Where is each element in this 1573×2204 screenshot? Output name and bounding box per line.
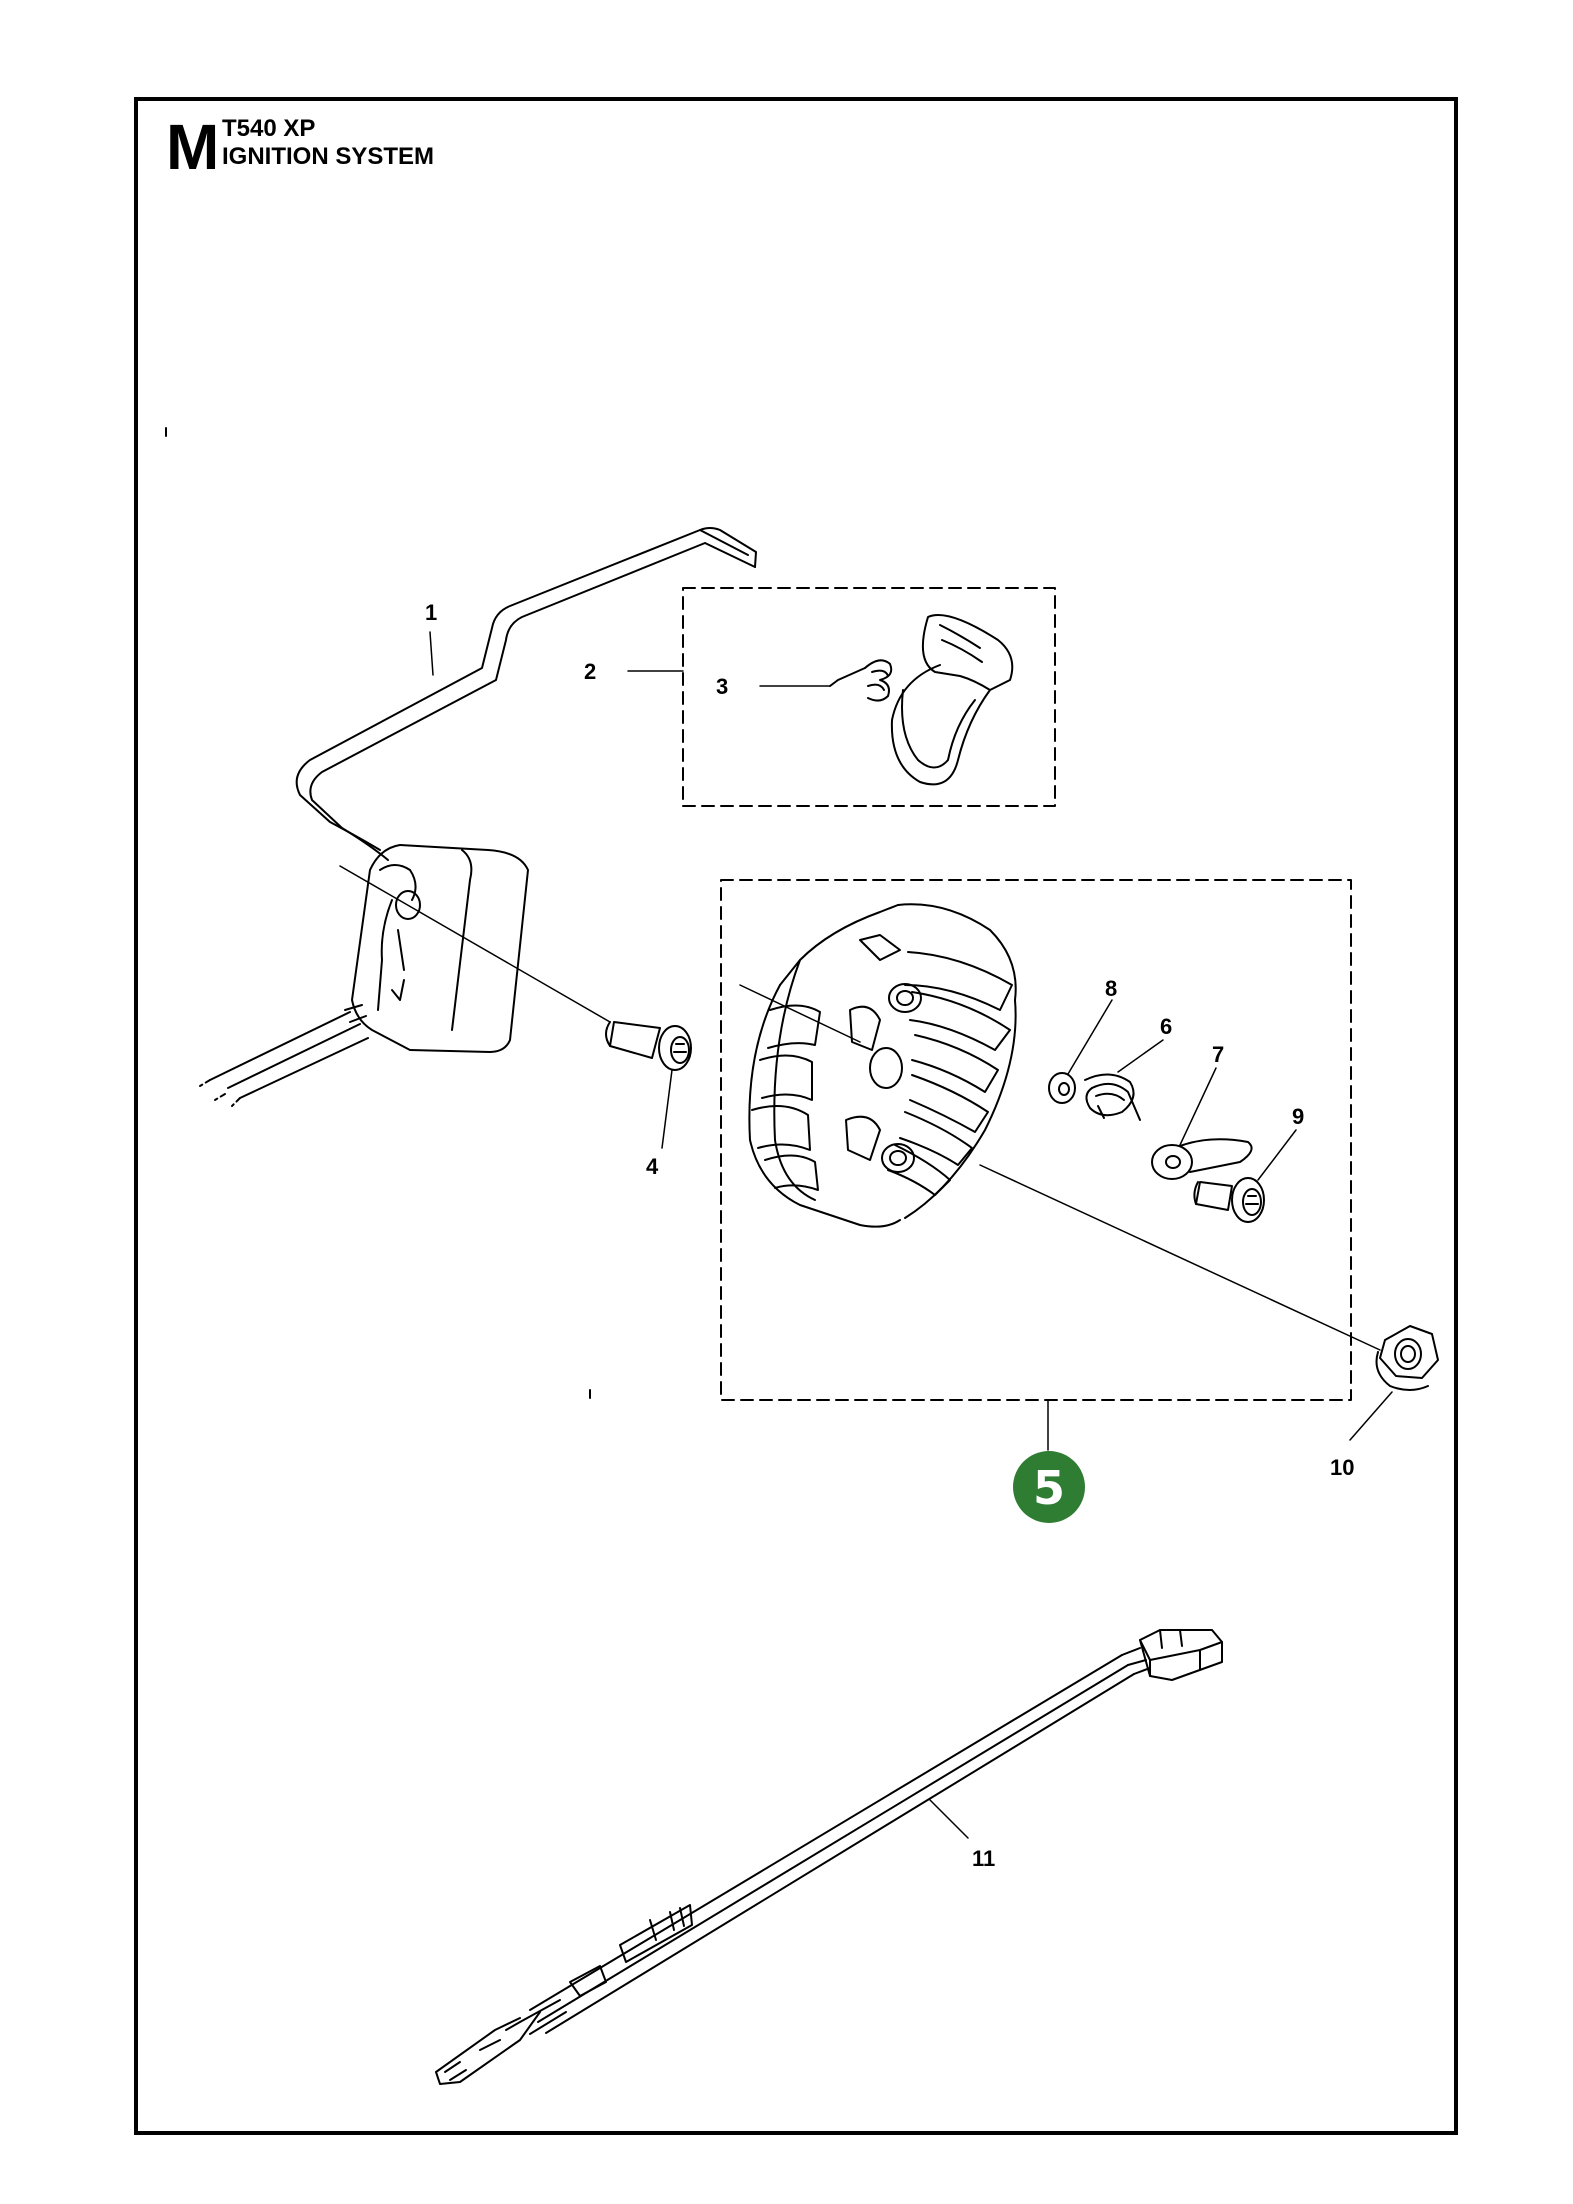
wiring-harness-part-11 bbox=[435, 1629, 1223, 2085]
flywheel bbox=[748, 903, 1017, 1228]
leader-4 bbox=[661, 1069, 673, 1149]
ignition-module bbox=[199, 844, 529, 1107]
washer-part-8 bbox=[1048, 1072, 1076, 1104]
callout-1: 1 bbox=[425, 600, 437, 625]
ignition-lead-part-1 bbox=[295, 527, 757, 861]
page-frame bbox=[134, 97, 1458, 2135]
kit-badge-label: 5 bbox=[1033, 1461, 1065, 1515]
leader-flywheel-axis bbox=[739, 984, 861, 1043]
leader-1 bbox=[429, 631, 434, 676]
leader-nut-axis bbox=[979, 1164, 1381, 1351]
callout-7: 7 bbox=[1212, 1042, 1224, 1067]
leader-9 bbox=[1257, 1129, 1297, 1181]
spring-part-6 bbox=[1084, 1073, 1141, 1121]
nut-part-10 bbox=[1375, 1325, 1439, 1391]
shoulder-screw-part-9 bbox=[1193, 1177, 1265, 1223]
leader-11 bbox=[929, 1799, 969, 1839]
leader-8 bbox=[1067, 999, 1113, 1075]
kit-badge bbox=[1013, 1451, 1085, 1523]
callout-9: 9 bbox=[1292, 1104, 1304, 1129]
flywheel-kit-box bbox=[720, 879, 1352, 1401]
leader-6 bbox=[1117, 1039, 1164, 1073]
screw-part-4 bbox=[605, 1021, 692, 1071]
boot-kit-box bbox=[682, 587, 1056, 807]
leader-screw-axis bbox=[339, 865, 611, 1023]
boot-spring-part-3 bbox=[829, 659, 893, 702]
spark-plug-boot bbox=[890, 614, 1014, 786]
callout-3: 3 bbox=[716, 674, 728, 699]
callout-8: 8 bbox=[1105, 976, 1117, 1001]
callout-2: 2 bbox=[584, 659, 596, 684]
pawl-part-7 bbox=[1151, 1138, 1253, 1180]
leader-7 bbox=[1179, 1067, 1217, 1146]
model-title: T540 XP bbox=[222, 115, 316, 142]
callout-11: 11 bbox=[972, 1846, 995, 1871]
section-title: IGNITION SYSTEM bbox=[222, 143, 435, 170]
section-letter: M bbox=[166, 111, 220, 183]
callout-10: 10 bbox=[1330, 1455, 1354, 1480]
callout-6: 6 bbox=[1160, 1014, 1172, 1039]
callout-4: 4 bbox=[646, 1154, 659, 1179]
leader-10 bbox=[1349, 1391, 1393, 1441]
